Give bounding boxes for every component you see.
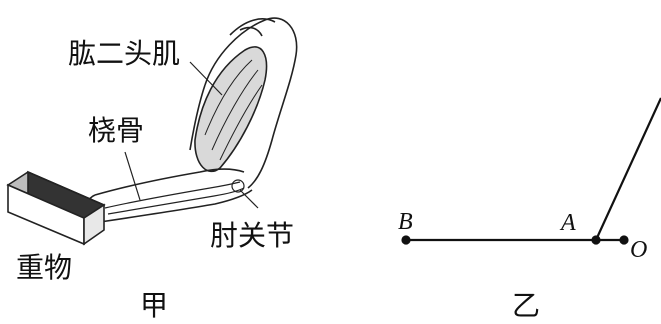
- point-label-O: O: [630, 237, 648, 263]
- upper-arm-back: [189, 84, 206, 151]
- label-weight: 重物: [16, 251, 73, 284]
- point-B-dot: [401, 235, 411, 245]
- biceps-muscle: [194, 46, 268, 173]
- biceps-shading: [204, 59, 263, 161]
- caption-figure-b: 乙: [512, 289, 541, 322]
- label-radius: 桡骨: [88, 114, 145, 147]
- caption-figure-a: 甲: [140, 289, 169, 322]
- point-label-B: B: [398, 209, 413, 235]
- upper-arm-outline: [204, 17, 298, 189]
- biceps-leader: [189, 61, 223, 96]
- lever-diagram: [401, 97, 661, 245]
- weight-end: [83, 203, 105, 246]
- point-A-dot: [591, 235, 601, 245]
- arm-illustration: [86, 17, 298, 223]
- point-O-dot: [619, 235, 629, 245]
- elbow-leader: [239, 189, 259, 209]
- label-elbow-joint: 肘关节: [210, 219, 295, 252]
- point-label-A: A: [561, 210, 576, 236]
- radius-leader: [124, 151, 141, 201]
- forearm-bottom: [99, 189, 253, 223]
- weight-block: [6, 170, 106, 246]
- label-biceps: 肱二头肌: [68, 37, 181, 70]
- radius-bone: [104, 181, 241, 209]
- line-A-up: [594, 97, 661, 241]
- elbow-joint-circle: [231, 179, 245, 193]
- shoulder-contour: [229, 18, 276, 37]
- forearm-top: [94, 168, 245, 196]
